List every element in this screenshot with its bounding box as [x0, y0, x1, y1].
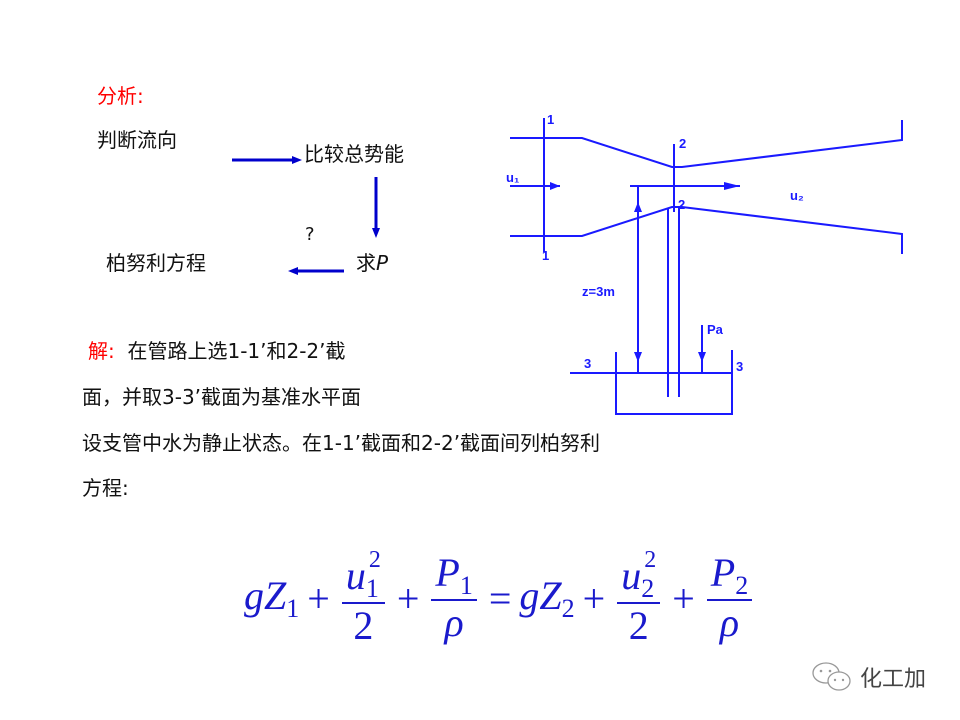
label-1-top: 1 — [547, 112, 554, 127]
label-1-bottom: 1 — [542, 248, 549, 263]
eq-u: u — [621, 553, 642, 598]
analysis-heading: 分析: — [97, 84, 144, 108]
label-height: z=3m — [582, 284, 615, 299]
solution-text-1: 在管路上选1-1’和2-2’截 — [127, 339, 346, 363]
eq-den: 2 — [628, 603, 649, 649]
eq-sub: 2 — [735, 570, 749, 600]
label-3-right: 3 — [736, 359, 743, 374]
eq-sup: 2 — [644, 547, 657, 573]
eq-sub: 1 — [365, 574, 379, 603]
watermark: 化工加 — [810, 660, 926, 694]
eq-rho: ρ — [719, 599, 740, 645]
wechat-icon — [812, 662, 851, 691]
eq-u: u — [345, 553, 366, 598]
label-3-left: 3 — [584, 356, 591, 371]
venturi-diagram: 1 1 2 2 3 3 u₁ u₂ z=3m Pa — [506, 112, 903, 415]
flow-step-find-p: 求P — [356, 247, 388, 276]
label-2-top: 2 — [679, 136, 686, 151]
eq-sub: 2 — [561, 594, 575, 624]
eq-g: g — [519, 573, 540, 619]
eq-sub: 1 — [286, 594, 300, 624]
flow-step-compare-energy: 比较总势能 — [304, 142, 404, 166]
flow-step-var: P — [376, 251, 389, 275]
eq-den: 2 — [353, 603, 374, 649]
eq-g: g — [244, 573, 264, 619]
eq-p: P — [435, 549, 460, 595]
eq-fraction-kinetic-1: u12 2 — [341, 547, 385, 649]
solution-line-1: 解: 在管路上选1-1’和2-2’截 — [88, 335, 346, 364]
eq-sub: 2 — [641, 574, 655, 603]
eq-equals: = — [488, 575, 512, 621]
flow-step-judge-direction: 判断流向 — [97, 128, 177, 152]
solution-line-3: 设支管中水为静止状态。在1-1’截面和2-2’截面间列柏努利 — [82, 431, 601, 455]
eq-rho: ρ — [444, 599, 464, 645]
label-u1: u₁ — [506, 170, 519, 185]
flow-step-bernoulli: 柏努利方程 — [106, 251, 206, 275]
eq-z: Z — [539, 573, 562, 619]
label-u2: u₂ — [790, 188, 804, 203]
eq-p: P — [710, 549, 736, 595]
eq-z: Z — [264, 573, 287, 619]
solution-line-4: 方程: — [82, 476, 129, 500]
eq-sup: 2 — [368, 547, 381, 573]
eq-plus: + — [672, 575, 695, 621]
flow-step-find-label: 求 — [356, 251, 376, 275]
tank — [615, 350, 733, 415]
eq-plus: + — [396, 575, 420, 621]
pipe-upper-wall — [510, 120, 903, 168]
label-pa: Pa — [707, 322, 724, 337]
pipe-lower-wall — [510, 206, 903, 254]
solution-line-2: 面，并取3-3’截面为基准水平面 — [82, 385, 362, 409]
solution-label: 解: — [88, 339, 115, 363]
eq-plus: + — [307, 575, 330, 621]
eq-sub: 1 — [459, 570, 473, 600]
label-2-bottom: 2 — [678, 197, 685, 212]
question-mark: ? — [305, 224, 315, 245]
watermark-text: 化工加 — [860, 667, 927, 692]
eq-plus: + — [582, 575, 606, 621]
